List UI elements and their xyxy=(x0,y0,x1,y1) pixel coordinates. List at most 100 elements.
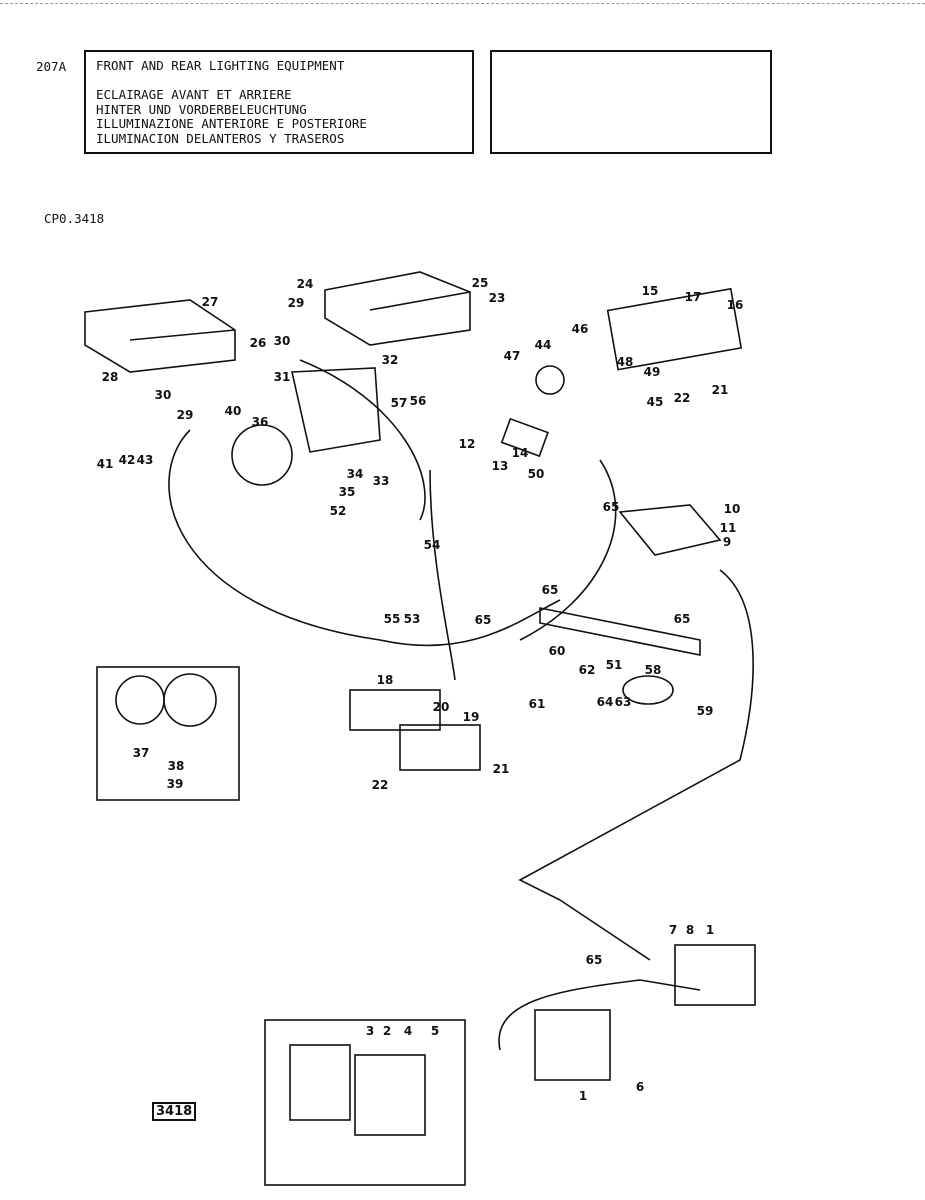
indicator-lamp-18 xyxy=(349,689,441,731)
drawing-code: CP0.3418 xyxy=(44,211,105,226)
front-lamp-left xyxy=(534,1009,611,1081)
callout-number: 55 xyxy=(383,612,401,626)
callout-number: 44 xyxy=(534,338,552,352)
callout-number: 45 xyxy=(646,395,664,409)
callout-number: 29 xyxy=(176,408,194,422)
callout-number: 16 xyxy=(726,298,744,312)
front-lamp-right xyxy=(674,944,756,1006)
callout-number: 39 xyxy=(166,777,184,791)
callout-number: 51 xyxy=(605,658,623,672)
callout-number: 14 xyxy=(511,446,529,460)
callout-number: 35 xyxy=(338,485,356,499)
callout-number: 2 xyxy=(382,1024,392,1038)
wiring-harness xyxy=(168,359,754,961)
plate-number: 3418 xyxy=(152,1102,197,1121)
callout-number: 49 xyxy=(643,365,661,379)
callout-number: 40 xyxy=(224,404,242,418)
callout-number: 19 xyxy=(462,710,480,724)
work-lamp-module xyxy=(606,287,743,371)
inset-lens xyxy=(115,675,165,725)
callout-number: 21 xyxy=(492,762,510,776)
callout-number: 6 xyxy=(635,1080,645,1094)
callout-number: 1 xyxy=(578,1089,588,1103)
blank-box xyxy=(490,50,772,154)
callout-number: 30 xyxy=(273,334,291,348)
callout-number: 29 xyxy=(287,296,305,310)
inset-lamp-guard xyxy=(354,1054,426,1136)
junction-box xyxy=(618,504,722,556)
callout-number: 22 xyxy=(371,778,389,792)
rear-lamp-left xyxy=(84,299,236,373)
callout-number: 52 xyxy=(329,504,347,518)
callout-number: 57 xyxy=(390,396,408,410)
callout-number: 54 xyxy=(423,538,441,552)
callout-number: 15 xyxy=(641,284,659,298)
callout-number: 65 xyxy=(474,613,492,627)
callout-number: 31 xyxy=(273,370,291,384)
callout-number: 9 xyxy=(722,535,732,549)
callout-number: 34 xyxy=(346,467,364,481)
inset-box-bottom xyxy=(264,1019,466,1186)
callout-number: 65 xyxy=(602,500,620,514)
title-line: ILLUMINAZIONE ANTERIORE E POSTERIORE xyxy=(96,116,367,131)
callout-number: 64 xyxy=(596,695,614,709)
callout-number: 21 xyxy=(711,383,729,397)
callout-number: 65 xyxy=(585,953,603,967)
title-line: ILUMINACION DELANTEROS Y TRASEROS xyxy=(96,130,345,146)
inset-lamp-parts xyxy=(289,1044,351,1121)
title-line: HINTER UND VORDERBELEUCHTUNG xyxy=(96,101,307,117)
callout-number: 7 xyxy=(668,923,678,937)
callout-number: 20 xyxy=(432,700,450,714)
callout-number: 4 xyxy=(403,1024,413,1038)
callout-number: 65 xyxy=(541,583,559,597)
callout-number: 59 xyxy=(696,704,714,718)
callout-number: 32 xyxy=(381,353,399,367)
callout-number: 38 xyxy=(167,759,185,773)
inset-box-left xyxy=(96,666,240,801)
harness-rail xyxy=(539,607,701,656)
horn xyxy=(622,675,674,705)
callout-number: 46 xyxy=(571,322,589,336)
callout-number: 41 xyxy=(96,457,114,471)
callout-number: 65 xyxy=(673,612,691,626)
callout-number: 56 xyxy=(409,394,427,408)
callout-number: 60 xyxy=(548,644,566,658)
scan-edge-line xyxy=(0,3,925,4)
callout-number: 11 xyxy=(719,521,737,535)
page-reference: 207A xyxy=(36,59,67,74)
callout-number: 37 xyxy=(132,746,150,760)
callout-number: 27 xyxy=(201,295,219,309)
title-line: ECLAIRAGE AVANT ET ARRIERE xyxy=(96,87,292,102)
callout-number: 1 xyxy=(705,923,715,937)
callout-number: 23 xyxy=(488,291,506,305)
callout-number: 47 xyxy=(503,349,521,363)
callout-number: 28 xyxy=(101,370,119,384)
callout-number: 12 xyxy=(458,437,476,451)
mounting-bracket xyxy=(291,367,381,453)
callout-number: 13 xyxy=(491,459,509,473)
callout-number: 3 xyxy=(365,1024,375,1038)
callout-number: 22 xyxy=(673,391,691,405)
callout-number: 61 xyxy=(528,697,546,711)
callout-number: 43 xyxy=(136,453,154,467)
inset-lamp-housing xyxy=(163,673,217,727)
callout-number: 25 xyxy=(471,276,489,290)
callout-number: 36 xyxy=(251,415,269,429)
callout-number: 30 xyxy=(154,388,172,402)
callout-number: 24 xyxy=(296,277,314,291)
callout-number: 10 xyxy=(723,502,741,516)
callout-number: 33 xyxy=(372,474,390,488)
callout-number: 62 xyxy=(578,663,596,677)
title-box: FRONT AND REAR LIGHTING EQUIPMENT ECLAIR… xyxy=(84,50,474,154)
callout-number: 5 xyxy=(430,1024,440,1038)
callout-number: 53 xyxy=(403,612,421,626)
callout-number: 58 xyxy=(644,663,662,677)
callout-number: 18 xyxy=(376,673,394,687)
callout-number: 26 xyxy=(249,336,267,350)
callout-number: 42 xyxy=(118,453,136,467)
switch-50 xyxy=(500,417,549,458)
callout-number: 48 xyxy=(616,355,634,369)
callout-number: 50 xyxy=(527,467,545,481)
